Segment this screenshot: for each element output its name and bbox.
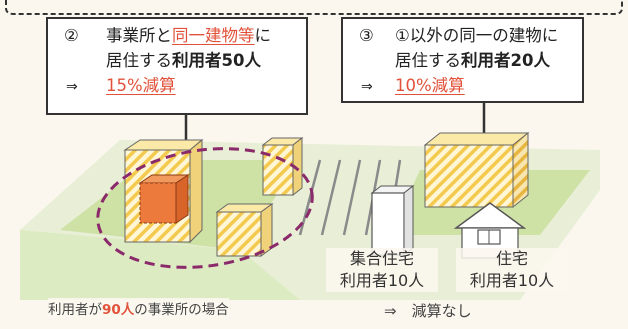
text-residing: 居住する (106, 51, 172, 70)
arrow-icon: ⇒ (361, 79, 373, 95)
house-label: 住宅 利用者10人 (456, 248, 568, 292)
apartment-building (370, 184, 415, 257)
callout-number: ③ (359, 26, 374, 45)
case-note-suffix: の事業所の場合 (134, 302, 229, 318)
callout-other-building: ③ ①以外の同一の建物に 居住する利用者20人 ⇒ 10%減算 (341, 17, 584, 103)
arrow-icon: ⇒ (66, 79, 78, 95)
text-particle: に (254, 26, 272, 45)
case-note-90: 90人 (102, 302, 135, 318)
apartment-label-users: 利用者10人 (339, 271, 425, 290)
reduction-15: 15%減算 (106, 76, 176, 95)
callout-same-building: ② 事業所と同一建物等に 居住する利用者50人 ⇒ 15%減算 (46, 17, 308, 115)
text-users-50: 利用者50人 (172, 51, 261, 70)
tall-building (261, 136, 304, 197)
text-residing: 居住する (395, 51, 461, 70)
no-reduction: ⇒ 減算なし (384, 302, 472, 320)
ground-front (20, 230, 300, 300)
text-office-and: 事業所と (106, 26, 172, 45)
outer-frame (5, 0, 623, 15)
house-label-title: 住宅 (495, 249, 528, 268)
same-building-outline (96, 147, 314, 269)
callout-line-2: 居住する利用者50人 (106, 48, 261, 73)
callout-number: ② (64, 26, 79, 45)
text-users-20: 利用者20人 (461, 51, 550, 70)
apartment-label-title: 集合住宅 (349, 249, 414, 268)
case-note: 利用者が90人の事業所の場合 (48, 298, 229, 318)
office-building (138, 174, 190, 224)
house-label-users: 利用者10人 (469, 271, 555, 290)
case-note-prefix: 利用者が (48, 302, 102, 318)
small-building (215, 203, 274, 257)
callout-line-1: ①以外の同一の建物に (395, 26, 559, 45)
callout-line-2: 居住する利用者20人 (395, 48, 550, 73)
reduction-10: 10%減算 (395, 76, 465, 95)
text-same-building: 同一建物等 (172, 26, 255, 45)
callout-line-1: 事業所と同一建物等に (106, 23, 271, 48)
other-building (423, 131, 530, 209)
apartment-label: 集合住宅 利用者10人 (326, 248, 438, 292)
